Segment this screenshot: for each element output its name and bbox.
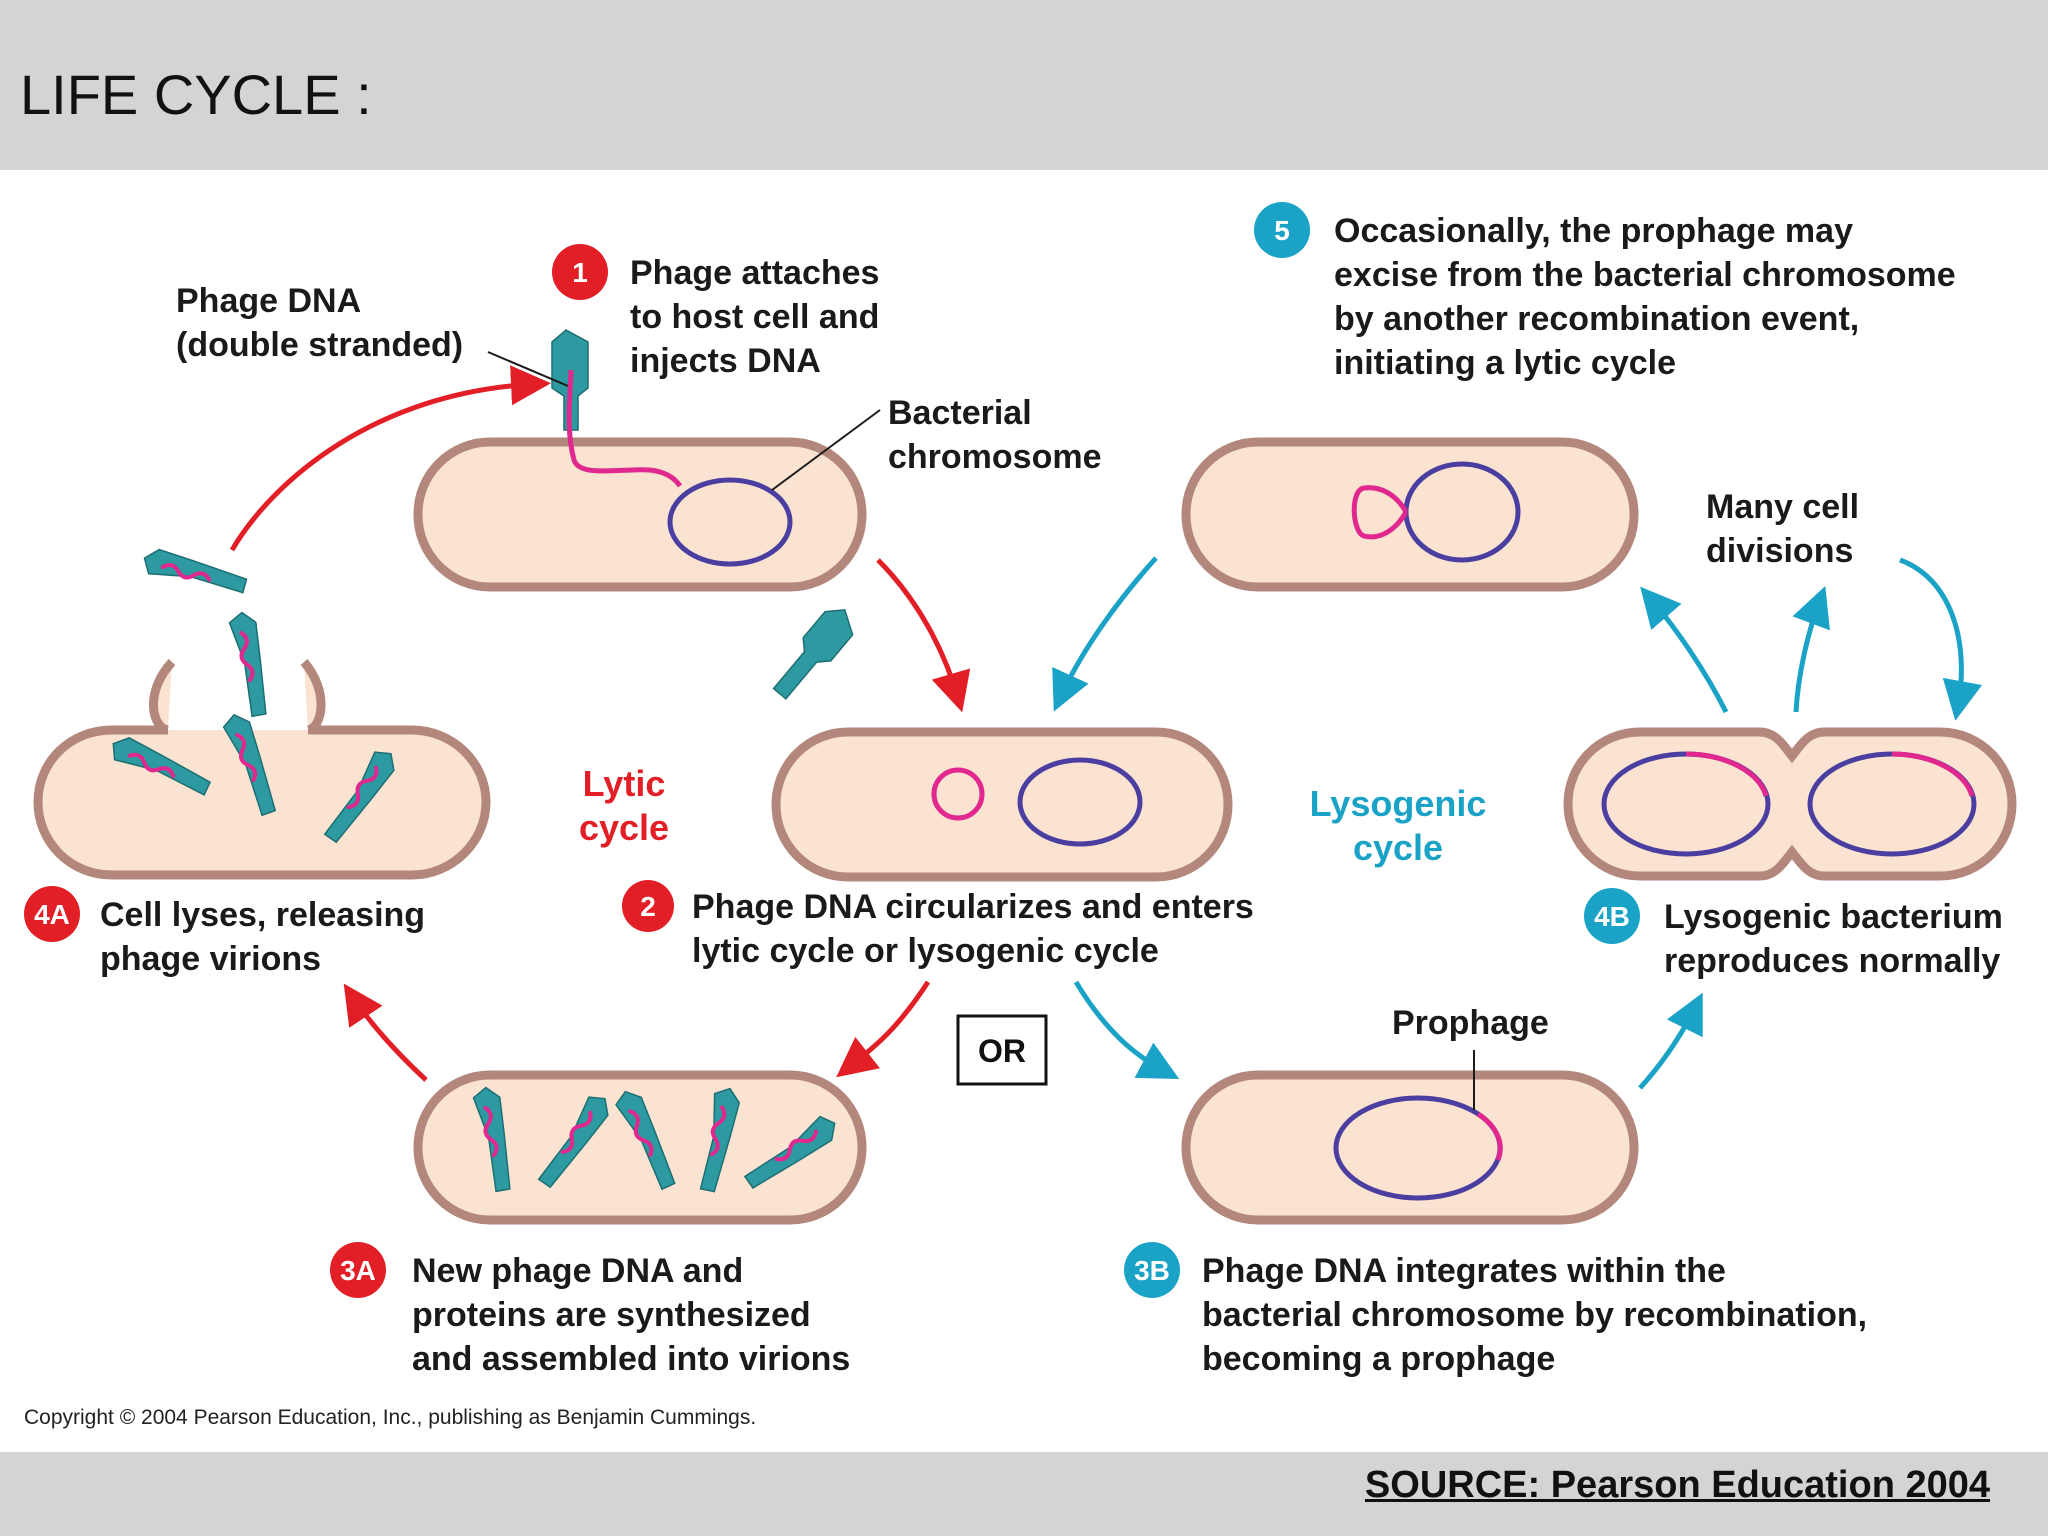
phage-life-cycle-diagram: Phage DNA (double stranded) Bacterial ch… <box>24 202 2017 1429</box>
arrow-division-cycle <box>1899 557 1983 721</box>
slide-header: LIFE CYCLE : <box>0 0 2048 170</box>
cell-circularize <box>771 727 1233 882</box>
step-4b: 4B Lysogenic bacterium reproduces normal… <box>1584 888 2003 980</box>
circular-phage-dna <box>931 767 985 821</box>
prophage-daughter-1 <box>1685 751 1769 797</box>
bacterial-chromosome-1 <box>667 477 793 567</box>
arrow-division-to-excision <box>1640 586 1729 714</box>
arrow-division-up <box>1792 585 1830 713</box>
bacterial-chromosome-2 <box>1017 757 1143 847</box>
dividing-cells <box>1563 727 2017 881</box>
step-1-badge <box>552 244 608 300</box>
step-2-line-1: Phage DNA circularizes and enters <box>692 888 1254 926</box>
step-1-line-2: to host cell and <box>630 298 879 336</box>
step-3a-line-3: and assembled into virions <box>412 1340 850 1378</box>
cell-lysis <box>33 548 491 880</box>
host-cell-1 <box>413 437 867 592</box>
step-1: 1 Phage attaches to host cell and inject… <box>552 244 879 380</box>
cell-prophage <box>1181 1070 1639 1225</box>
arrow-prophage-to-division <box>1638 992 1703 1090</box>
slide-title: LIFE CYCLE : <box>20 63 372 126</box>
host-cell-5 <box>1181 437 1639 592</box>
host-cell-2 <box>771 727 1233 882</box>
copyright-notice: Copyright © 2004 Pearson Education, Inc.… <box>24 1406 756 1429</box>
label-prophage: Prophage <box>1392 1004 1549 1042</box>
source-citation: SOURCE: Pearson Education 2004 <box>1364 1464 1990 1506</box>
prophage-daughter-2 <box>1891 751 1975 797</box>
step-3b: 3B Phage DNA integrates within the bacte… <box>1124 1242 1867 1378</box>
injected-phage-dna <box>566 369 683 488</box>
step-3a-badge <box>330 1242 386 1298</box>
step-1-line-1: Phage attaches <box>630 254 879 292</box>
step-3b-line-1: Phage DNA integrates within the <box>1202 1252 1726 1290</box>
label-or: OR <box>978 1033 1026 1069</box>
prophage-segment <box>1476 1111 1503 1161</box>
step-2: 2 Phage DNA circularizes and enters lyti… <box>622 880 1254 970</box>
step-3b-number: 3B <box>1134 1255 1170 1286</box>
step-5-line-1: Occasionally, the prophage may <box>1334 212 1853 250</box>
leader-phage-dna <box>487 351 569 387</box>
arrow-circularize-to-prophage <box>1073 980 1180 1080</box>
label-chromosome: chromosome <box>888 438 1102 476</box>
or-box <box>956 1014 1048 1086</box>
label-double-stranded: (double stranded) <box>176 326 463 364</box>
arrow-lysis-to-attach <box>229 365 551 552</box>
label-bacterial: Bacterial <box>888 394 1032 432</box>
arrow-synthesis-to-lysis <box>343 983 428 1082</box>
slide-footer: SOURCE: Pearson Education 2004 <box>0 1452 2048 1536</box>
step-5-line-2: excise from the bacterial chromosome <box>1334 256 1956 294</box>
cell-division <box>1563 727 2017 881</box>
step-4a-badge <box>24 886 80 942</box>
step-5-line-3: by another recombination event, <box>1334 300 1859 338</box>
step-4b-line-1: Lysogenic bacterium <box>1664 898 2003 936</box>
arrow-attach-to-circularize <box>876 558 971 713</box>
step-4a-number: 4A <box>34 899 70 930</box>
step-4b-number: 4B <box>1594 901 1630 932</box>
label-lytic: Lytic <box>583 763 666 804</box>
step-4b-badge <box>1584 888 1640 944</box>
cell-attachment <box>413 329 867 592</box>
step-3a-line-2: proteins are synthesized <box>412 1296 811 1334</box>
label-lysogenic-cycle: cycle <box>1353 827 1443 868</box>
step-3a-number: 3A <box>340 1255 376 1286</box>
step-3a: 3A New phage DNA and proteins are synthe… <box>330 1242 850 1378</box>
step-4a: 4A Cell lyses, releasing phage virions <box>24 886 425 978</box>
excising-prophage-loop <box>1351 485 1409 540</box>
cell-excision <box>1181 437 1639 592</box>
step-3b-badge <box>1124 1242 1180 1298</box>
step-5-badge <box>1254 202 1310 258</box>
step-4b-line-2: reproduces normally <box>1664 942 2000 980</box>
step-4a-line-2: phage virions <box>100 940 321 978</box>
label-many-cell: Many cell <box>1706 488 1859 526</box>
step-5: 5 Occasionally, the prophage may excise … <box>1254 202 1956 382</box>
step-1-number: 1 <box>572 257 588 288</box>
label-lytic-cycle: cycle <box>579 807 669 848</box>
label-divisions: divisions <box>1706 532 1853 570</box>
cell-synthesis <box>413 1070 867 1225</box>
label-phage-dna: Phage DNA <box>176 282 361 320</box>
host-cell-3b <box>1181 1070 1639 1225</box>
step-2-line-2: lytic cycle or lysogenic cycle <box>692 932 1159 970</box>
step-1-line-3: injects DNA <box>630 342 821 380</box>
free-phage <box>772 609 854 700</box>
step-4a-line-1: Cell lyses, releasing <box>100 896 425 934</box>
leader-bacterial-chromosome <box>771 409 881 491</box>
arrow-excision-to-circularize <box>1052 556 1158 712</box>
arrow-circularize-to-synthesis <box>836 980 931 1078</box>
label-lysogenic: Lysogenic <box>1310 783 1487 824</box>
step-5-number: 5 <box>1274 215 1290 246</box>
step-3b-line-3: becoming a prophage <box>1202 1340 1555 1378</box>
step-2-number: 2 <box>640 891 656 922</box>
step-5-line-4: initiating a lytic cycle <box>1334 344 1676 382</box>
step-3a-line-1: New phage DNA and <box>412 1252 743 1290</box>
step-2-badge <box>622 880 674 932</box>
step-3b-line-2: bacterial chromosome by recombination, <box>1202 1296 1867 1334</box>
